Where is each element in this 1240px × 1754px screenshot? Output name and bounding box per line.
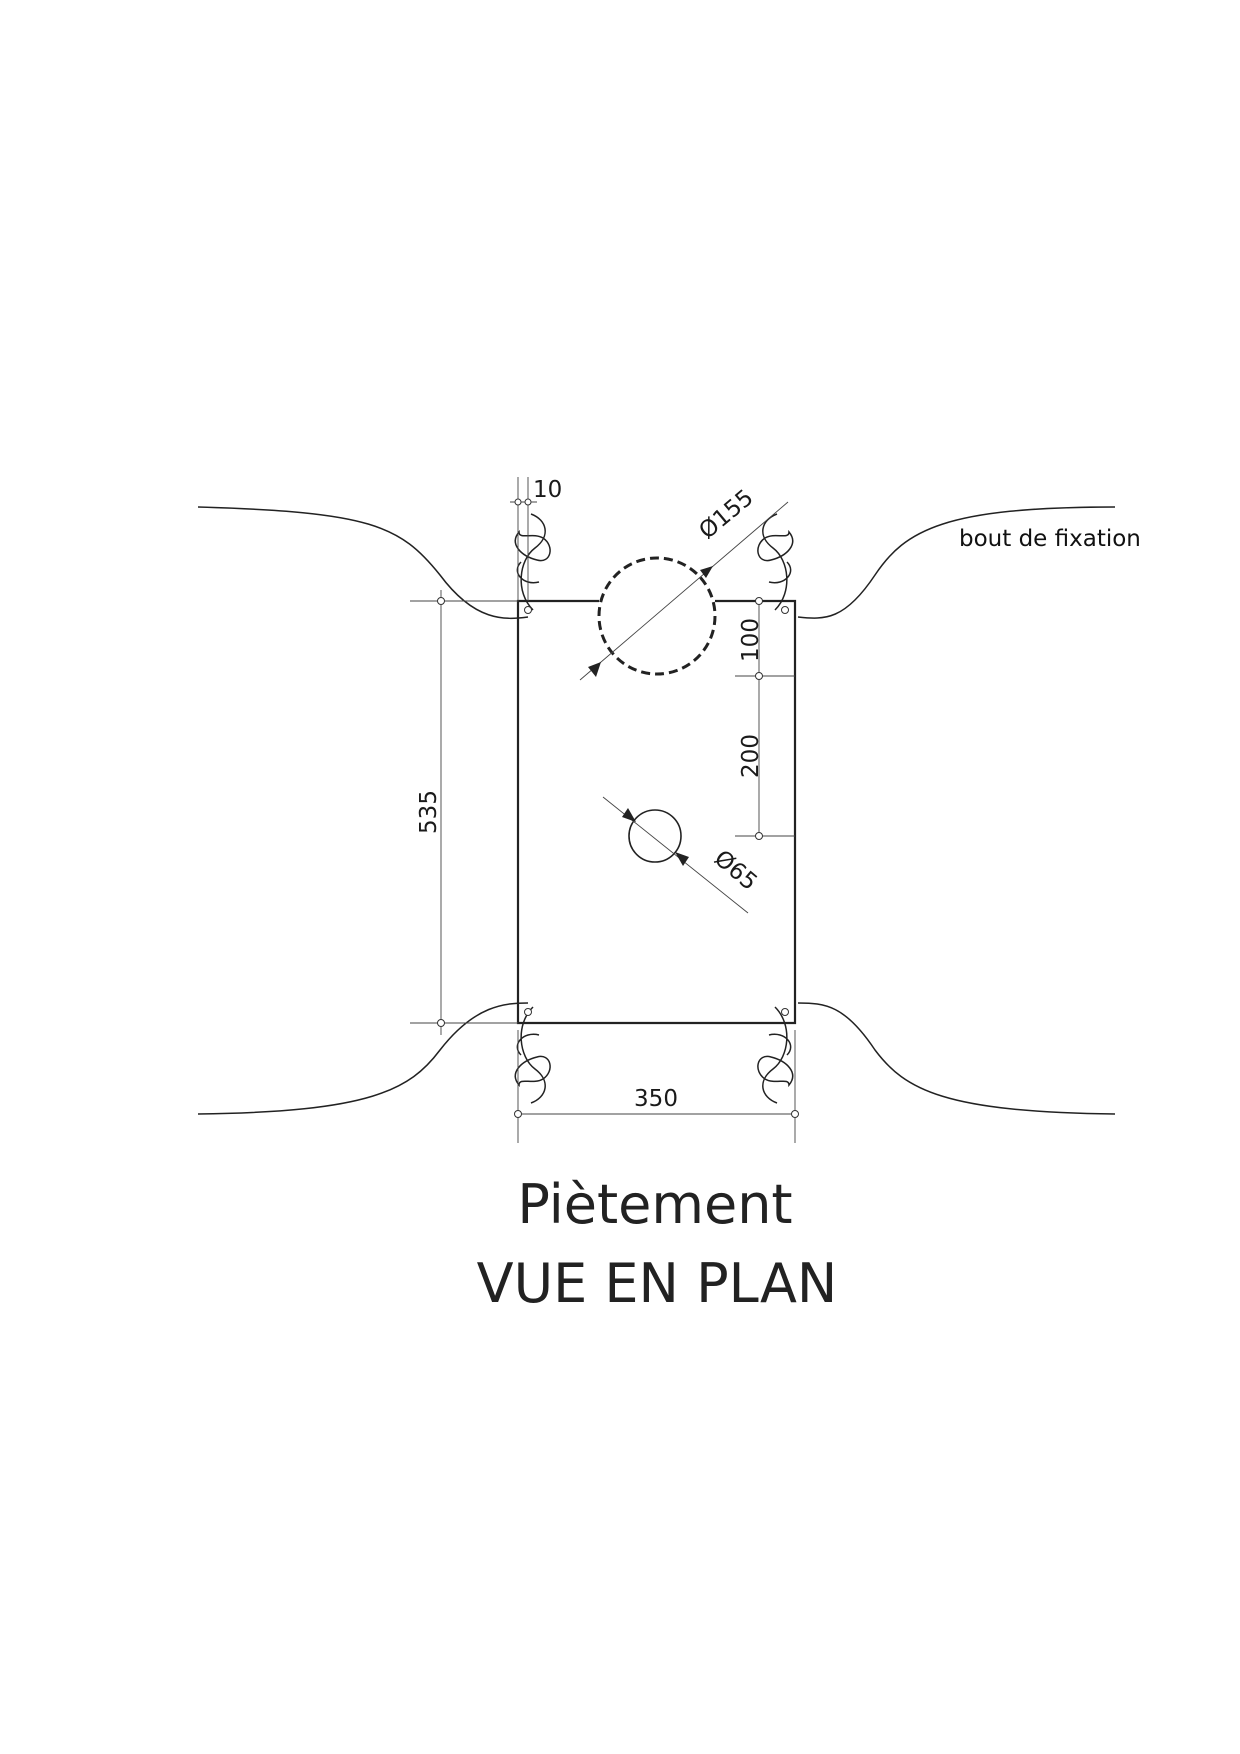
rope-top-right [797,506,1116,619]
dimension-height: 535 [410,590,518,1035]
knot-top-right [757,513,794,611]
rope-bottom-right [797,1002,1116,1115]
dimension-height-label: 535 [416,790,442,834]
small-hole [628,809,682,863]
rope-bottom-left [197,1002,529,1115]
fixing-hole-bottom-left [524,1008,532,1016]
title-line-1: Piètement [517,1173,792,1236]
knot-bottom-left [514,1006,551,1104]
knots [514,513,794,1104]
dimension-hole-offset: 10 [510,477,562,601]
knot-top-left [514,513,551,611]
fixing-holes [524,606,789,1016]
fixing-hole-top-left [524,606,532,614]
dimension-width: 350 [514,1030,799,1143]
fixing-hole-top-right [781,606,789,614]
fixing-hole-bottom-right [781,1008,789,1016]
title-line-2: VUE EN PLAN [477,1252,838,1315]
dimension-vertical-chain: 100 200 [735,597,795,840]
dimension-width-label: 350 [634,1086,678,1112]
dimension-small-diameter: Ø65 [602,796,762,914]
fixing-ropes [197,506,1116,1115]
dimension-hole-offset-label: 10 [533,477,562,503]
plate-outline [516,599,797,1025]
rope-top-left [197,506,529,620]
dimension-top-offset-label: 100 [738,618,764,662]
dimension-spacing-label: 200 [738,734,764,778]
rope-label: bout de fixation [959,526,1141,552]
large-hole [597,556,717,676]
knot-bottom-right [757,1006,794,1104]
